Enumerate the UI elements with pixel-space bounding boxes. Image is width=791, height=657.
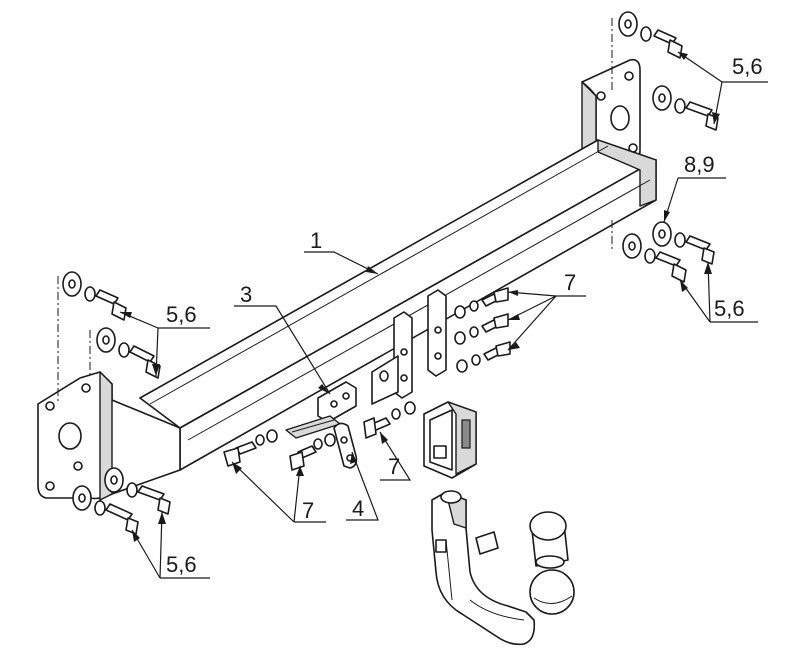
fasteners-left-top bbox=[57, 271, 161, 404]
callout-part-1: 1 bbox=[310, 228, 322, 253]
callout-part-5-6-right: 5,6 bbox=[714, 296, 745, 321]
fasteners-right bbox=[611, 220, 715, 283]
socket-mounting-plates bbox=[371, 289, 447, 405]
fasteners-top-right bbox=[611, 11, 719, 131]
callout-part-5-6-top-right: 5,6 bbox=[732, 54, 763, 79]
callout-part-7-right: 7 bbox=[564, 270, 576, 295]
callout-part-5-6-bottom-left: 5,6 bbox=[166, 552, 197, 577]
main-cross-beam bbox=[139, 139, 657, 471]
callout-part-7-bottom: 7 bbox=[302, 498, 314, 523]
fasteners-socket-bolts-right bbox=[454, 287, 511, 373]
fasteners-socket-bolts-lower bbox=[223, 429, 336, 471]
fasteners-socket-bolts-middle bbox=[363, 370, 416, 439]
callout-part-4: 4 bbox=[352, 496, 364, 521]
callout-part-3: 3 bbox=[240, 282, 252, 307]
tow-ball bbox=[529, 511, 575, 615]
left-mounting-bracket bbox=[37, 371, 181, 501]
tow-ball-neck bbox=[431, 490, 536, 646]
socket-bracket bbox=[285, 381, 357, 439]
electric-socket-holder bbox=[423, 401, 477, 479]
callout-part-8-9: 8,9 bbox=[684, 152, 715, 177]
fasteners-left-bottom bbox=[72, 467, 171, 535]
callout-part-7-middle: 7 bbox=[388, 454, 400, 479]
leader-lines bbox=[119, 51, 768, 579]
callout-part-5-6-left: 5,6 bbox=[166, 302, 197, 327]
